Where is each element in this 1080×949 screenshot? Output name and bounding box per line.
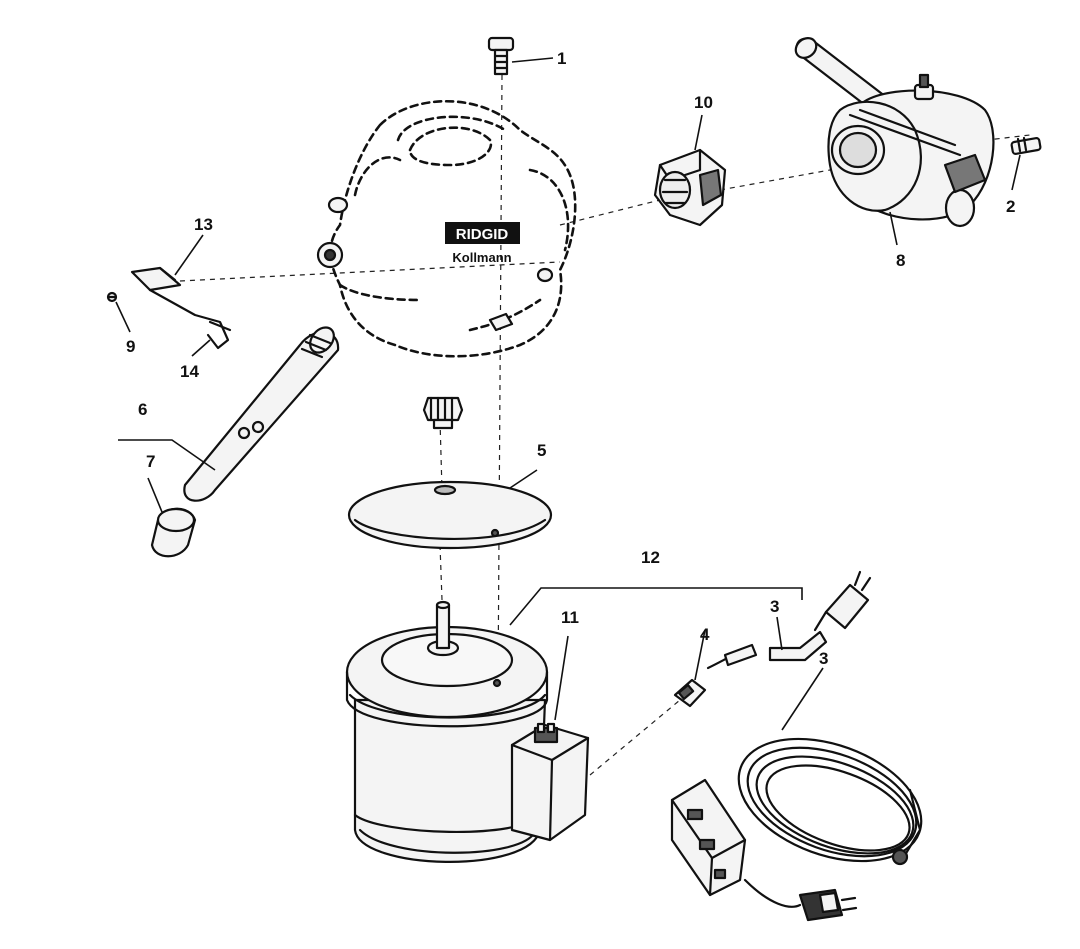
callout-2: 2 [1006, 197, 1015, 216]
part-set-screw [1010, 136, 1042, 155]
callout-10: 10 [694, 93, 713, 112]
part-connector [673, 678, 707, 708]
part-crank-handle [150, 326, 340, 558]
part-coupling [653, 148, 727, 227]
callout-9: 9 [126, 337, 135, 356]
callout-1: 1 [557, 49, 566, 68]
part-small-screw [106, 291, 118, 303]
part-cover-plate [347, 480, 553, 550]
callout-4: 4 [700, 625, 710, 644]
leader-lines [115, 57, 1021, 731]
callout-3a: 3 [770, 597, 779, 616]
part-handle-assembly [794, 37, 995, 228]
part-pinion-gear [422, 396, 464, 430]
callout-6: 6 [138, 400, 147, 419]
callout-14: 14 [180, 362, 199, 381]
part-plug [813, 570, 872, 632]
brand-logo-text: RIDGID [456, 226, 509, 243]
part-cord-segment [706, 630, 828, 670]
callout-12: 12 [641, 548, 660, 567]
part-switch-box [510, 722, 590, 842]
part-motor [345, 600, 549, 863]
callout-7: 7 [146, 452, 155, 471]
callout-3b: 3 [819, 649, 828, 668]
brand-subtext: Kollmann [452, 250, 511, 265]
part-latch [130, 266, 232, 350]
callout-labels: 1 2 3 3 4 5 6 7 8 9 10 11 12 13 14 [126, 49, 1015, 668]
callout-8: 8 [896, 251, 905, 270]
callout-5: 5 [537, 441, 546, 460]
part-gear-housing: RIDGID Kollmann [316, 99, 577, 358]
part-bolt [487, 36, 515, 76]
callout-11: 11 [561, 608, 579, 627]
callout-13: 13 [194, 215, 213, 234]
part-power-cord-coil [670, 737, 923, 922]
